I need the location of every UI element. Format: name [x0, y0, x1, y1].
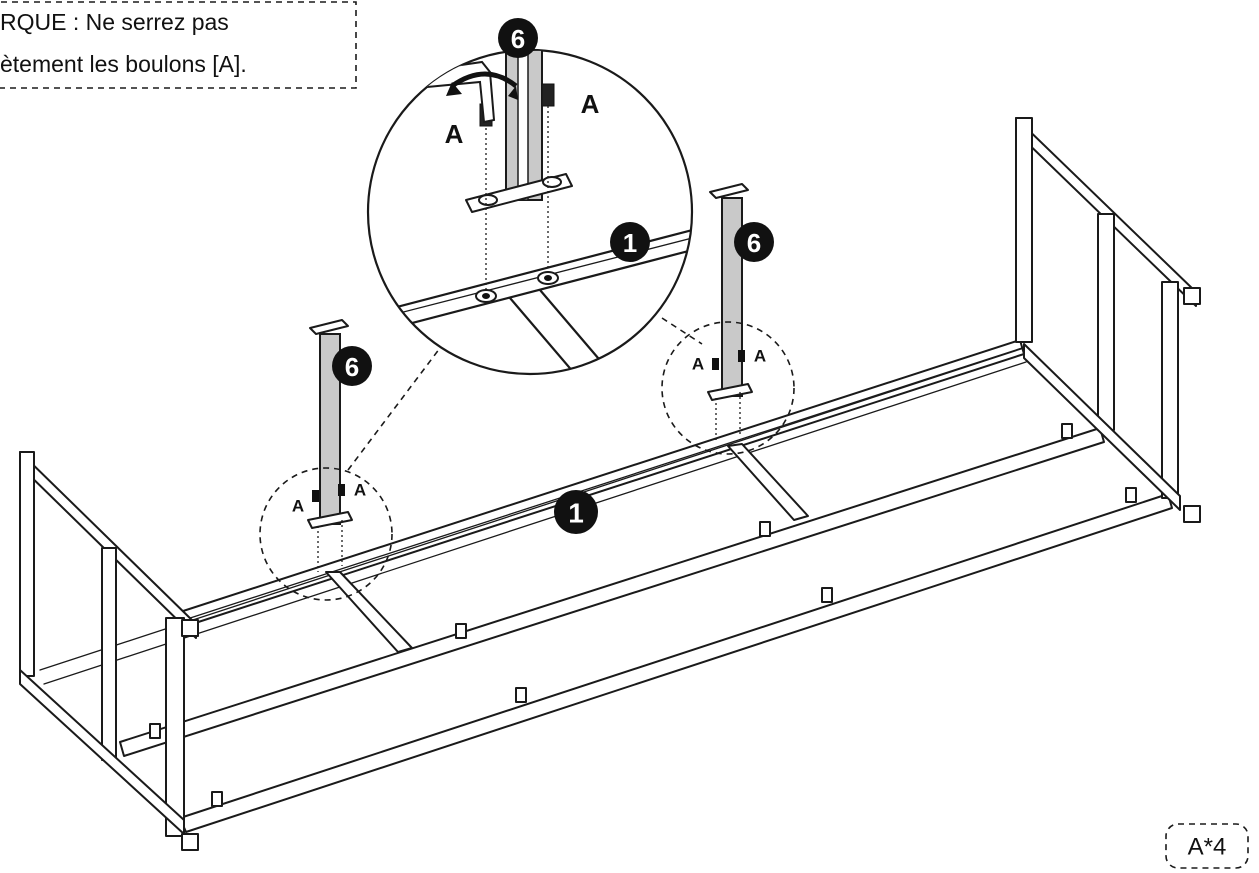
right-front-post: [1161, 281, 1179, 499]
quantity-box: A*4: [1165, 823, 1249, 869]
right-bottom-rail: [1023, 343, 1181, 511]
cross-brace-right: [727, 443, 809, 521]
right-cap-top: [1183, 287, 1201, 305]
bench-frame: [19, 117, 1201, 851]
badge-frame-zoom: 1: [610, 222, 650, 262]
label-a-right-1: A: [692, 355, 704, 374]
bolts-right: [712, 350, 745, 370]
badge-leg-left: 6: [332, 346, 372, 386]
label-a-zoom-right: A: [581, 89, 600, 119]
label-a-zoom-left: A: [445, 119, 464, 149]
leg-right: [707, 183, 753, 440]
svg-text:6: 6: [747, 228, 761, 258]
left-back-post: [19, 451, 35, 677]
label-a-right-2: A: [754, 347, 766, 366]
front-rail-bottom: [179, 493, 1173, 833]
left-cap-top: [181, 619, 199, 637]
warning-note: RQUE : Ne serrez pas ètement les boulons…: [0, 1, 357, 89]
left-mid-post: [101, 547, 117, 761]
front-rail-top: [119, 427, 1105, 757]
svg-text:6: 6: [511, 24, 525, 54]
leg-left: [307, 319, 353, 572]
left-cap-bottom: [181, 833, 199, 851]
bolts-left: [312, 484, 345, 502]
svg-text:1: 1: [623, 228, 637, 258]
detail-circle-left: [259, 467, 393, 601]
svg-text:1: 1: [568, 498, 584, 529]
badge-leg-zoom: 6: [498, 18, 538, 58]
left-front-post: [165, 617, 185, 837]
note-line-1: RQUE : Ne serrez pas: [0, 9, 229, 35]
quantity-label: A*4: [1188, 834, 1227, 861]
badge-leg-right: 6: [734, 222, 774, 262]
zoom-connector-right: [661, 317, 703, 345]
cross-brace-left: [325, 571, 413, 653]
detail-circle-right: [661, 321, 795, 455]
right-cap-bottom: [1183, 505, 1201, 523]
svg-text:6: 6: [345, 352, 359, 382]
slat-brackets: [149, 423, 1137, 807]
badge-frame-main: 1: [554, 490, 598, 534]
label-a-left-1: A: [292, 497, 304, 516]
right-back-post: [1015, 117, 1033, 343]
right-mid-post: [1097, 213, 1115, 431]
magnified-detail: [366, 48, 694, 376]
zoom-connector-left: [347, 347, 441, 471]
note-line-2: ètement les boulons [A].: [0, 51, 247, 77]
label-a-left-2: A: [354, 481, 366, 500]
